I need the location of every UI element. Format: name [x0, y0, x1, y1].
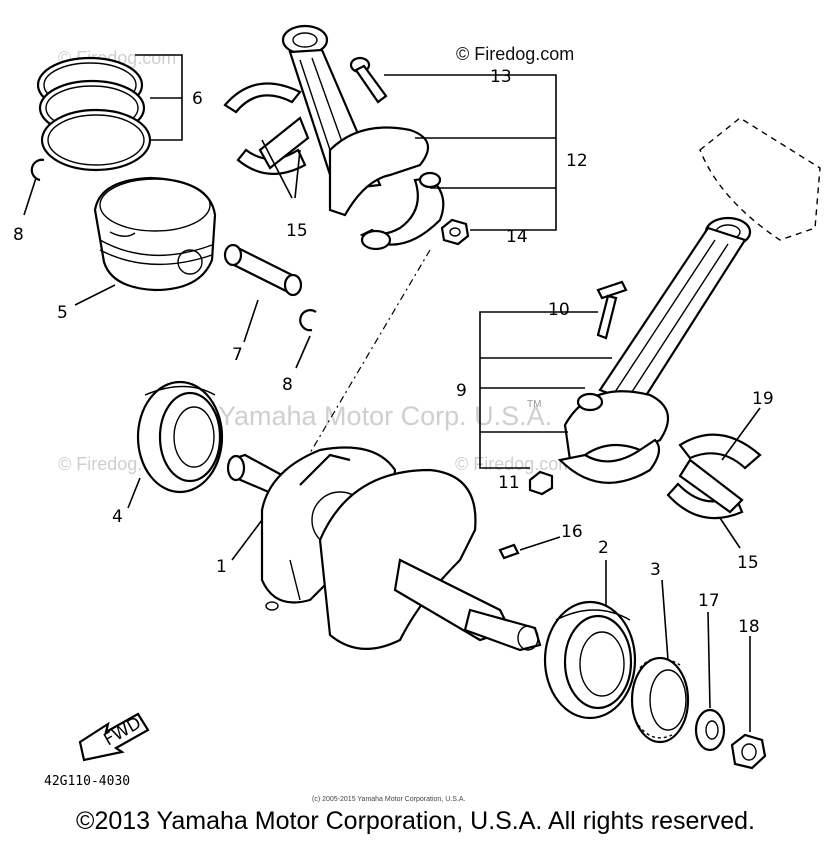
callout-19: 19	[752, 389, 774, 409]
callout-15-top: 15	[286, 221, 308, 241]
connecting-rod-top	[281, 24, 445, 251]
rod-bolt-top	[349, 56, 388, 104]
callout-1: 1	[216, 557, 227, 577]
callout-5: 5	[57, 303, 68, 323]
callout-14: 14	[506, 227, 528, 247]
watermark-tm: TM	[527, 399, 541, 410]
bearing-left	[136, 380, 224, 494]
callout-11: 11	[498, 473, 520, 493]
callout-6: 6	[192, 89, 203, 109]
callout-16: 16	[561, 522, 583, 542]
lock-washer	[694, 708, 726, 752]
callout-8-right: 8	[282, 375, 293, 395]
diagram-code: 42G110-4030	[44, 774, 130, 789]
connecting-rod-right	[557, 117, 821, 484]
callout-13: 13	[490, 67, 512, 87]
rod-bolt-right	[596, 280, 628, 340]
piston-pin	[223, 243, 303, 297]
watermark-firedog-faint-3: © Firedog.com	[455, 454, 573, 474]
callout-15-right: 15	[737, 553, 759, 573]
circlip-right	[299, 309, 317, 332]
watermark-firedog-top: © Firedog.com	[456, 44, 574, 64]
circlip-left	[30, 158, 45, 182]
piston	[93, 176, 217, 292]
piston-rings	[36, 56, 152, 172]
callout-18: 18	[738, 617, 760, 637]
timing-gear	[630, 656, 690, 744]
callout-2: 2	[598, 538, 609, 558]
callout-17: 17	[698, 591, 720, 611]
bearing-shells-top	[223, 82, 310, 175]
woodruff-key	[498, 543, 520, 560]
callout-9: 9	[456, 381, 467, 401]
callout-8-left: 8	[13, 225, 24, 245]
crankshaft	[226, 446, 542, 652]
watermark-yamaha: Yamaha Motor Corp. U.S.A.	[218, 401, 552, 431]
bearing-shells-right	[666, 433, 762, 520]
rod-nut-top	[440, 218, 470, 246]
forward-arrow: FWD	[78, 712, 150, 762]
callout-3: 3	[650, 560, 661, 580]
footer-copyright: ©2013 Yamaha Motor Corporation, U.S.A. A…	[76, 807, 755, 835]
callout-4: 4	[112, 507, 123, 527]
callout-10: 10	[548, 300, 570, 320]
small-copyright: (c) 2005-2015 Yamaha Motor Corporation, …	[312, 796, 465, 803]
bearing-right	[543, 600, 637, 720]
callout-7: 7	[232, 345, 243, 365]
rod-nut-right	[528, 470, 554, 496]
crank-nut	[730, 733, 767, 770]
callout-12: 12	[566, 151, 588, 171]
